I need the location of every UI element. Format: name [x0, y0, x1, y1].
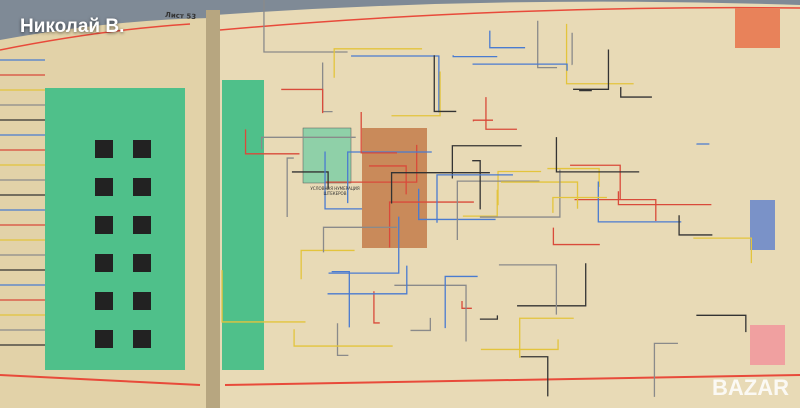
wire: [479, 169, 561, 218]
wire: [517, 263, 587, 307]
wire: [418, 188, 496, 221]
book-spine: [206, 10, 220, 408]
wire: [555, 137, 640, 173]
wire: [696, 314, 747, 333]
wire: [293, 329, 393, 347]
wire: [489, 30, 526, 49]
wire: [436, 174, 513, 223]
uploader-name: Николай В.: [20, 16, 125, 37]
wire: [433, 55, 457, 113]
wire: [390, 172, 490, 204]
wire: [351, 55, 440, 113]
wire: [300, 249, 355, 280]
fuse-module: [133, 292, 151, 310]
wire: [263, 0, 348, 53]
wire: [479, 315, 499, 320]
wire: [286, 157, 294, 217]
fuse-module: [95, 330, 113, 348]
wire: [552, 196, 607, 213]
fuse-module: [133, 178, 151, 196]
wire: [485, 97, 517, 130]
heater-unit: [750, 200, 775, 250]
wire: [653, 342, 678, 397]
wire: [373, 291, 380, 324]
fuse-module: [133, 216, 151, 234]
fuse-module: [95, 292, 113, 310]
wire: [456, 180, 540, 241]
wire: [570, 164, 621, 200]
wire: [394, 284, 467, 342]
wire: [327, 265, 408, 295]
wire: [617, 191, 712, 206]
wire: [444, 275, 478, 329]
wire: [472, 160, 481, 210]
fuse-panel-left: [45, 88, 185, 370]
wire: [462, 189, 498, 217]
wire: [325, 144, 418, 183]
fuse-module: [133, 254, 151, 272]
wire: [324, 151, 363, 210]
wire: [331, 271, 350, 328]
wire: [597, 181, 682, 223]
wire: [547, 167, 600, 187]
wire: [461, 301, 472, 309]
wire: [410, 317, 431, 332]
fuse-module: [95, 216, 113, 234]
connector-bottom-right: [750, 325, 785, 365]
wire: [391, 71, 441, 117]
wire: [501, 181, 579, 209]
connector-inset: [302, 127, 352, 184]
right-page: [215, 1, 800, 408]
wire: [333, 48, 423, 78]
inset-caption: Условная нумерация штекеров: [310, 186, 360, 196]
wires: [0, 0, 753, 397]
fuse-module: [95, 254, 113, 272]
fuse-module: [95, 140, 113, 158]
connector-top-right: [735, 8, 780, 48]
wire: [244, 129, 300, 155]
wire: [696, 143, 710, 145]
fuse-module: [133, 140, 151, 158]
wire: [498, 264, 558, 315]
wire: [552, 227, 600, 246]
wire: [497, 170, 542, 206]
wire: [574, 198, 657, 221]
wire: [451, 145, 522, 179]
fuse-module: [133, 330, 151, 348]
watermark-logo: BAZAR: [712, 375, 789, 400]
wire: [328, 216, 400, 274]
wire: [452, 55, 498, 58]
wire: [565, 23, 634, 85]
wire: [336, 323, 349, 357]
fuse-module: [95, 178, 113, 196]
wire: [620, 87, 652, 98]
wire: [368, 165, 407, 195]
wire: [573, 49, 610, 90]
wire: [221, 270, 306, 323]
wire: [472, 63, 568, 71]
wire: [537, 20, 558, 69]
wire: [388, 201, 474, 248]
fuse-modules: [95, 140, 151, 348]
wire: [693, 237, 753, 264]
wire: [281, 88, 324, 114]
wire: [678, 215, 713, 236]
fuse-panel-right: [222, 80, 264, 370]
wire: [291, 171, 329, 190]
wire: [347, 151, 432, 204]
wire: [322, 226, 398, 253]
wire: [480, 339, 559, 351]
wire: [519, 317, 574, 358]
wire: [360, 111, 398, 154]
wire: [520, 356, 549, 397]
svg-text:BAZAR: BAZAR: [712, 375, 789, 400]
wire: [260, 136, 356, 150]
